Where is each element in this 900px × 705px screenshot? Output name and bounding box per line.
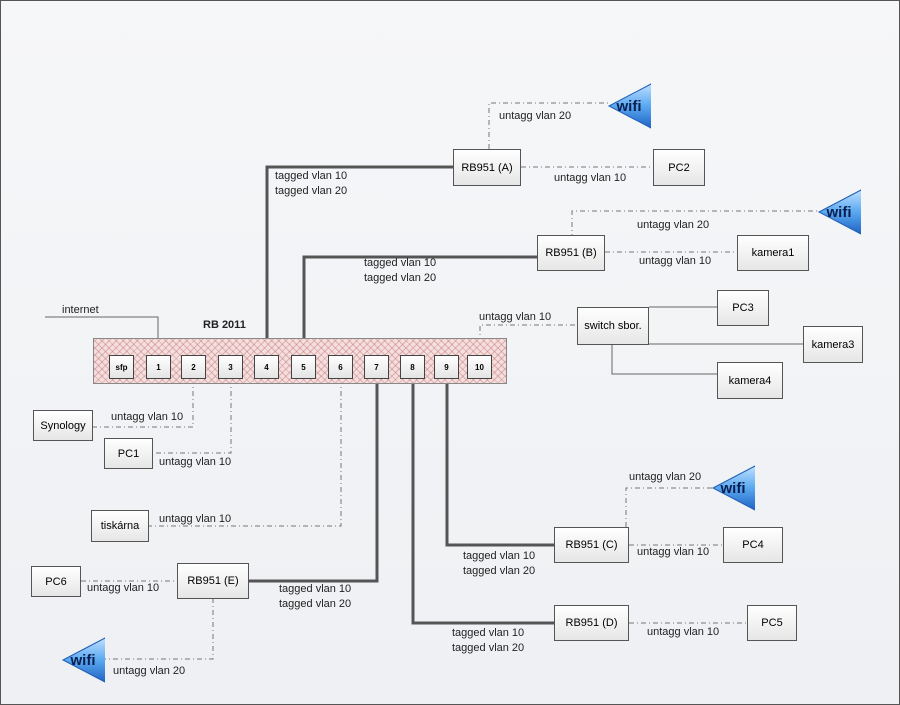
- trunk-port4-rb951a: [265, 165, 453, 355]
- switch-title: RB 2011: [203, 319, 246, 331]
- device-pc1: PC1: [104, 438, 153, 469]
- link-rb951c-wifi: [625, 487, 713, 527]
- tagged-vlan20-label: tagged vlan 20: [452, 642, 525, 654]
- tagged-vlan20-label: tagged vlan 20: [275, 185, 348, 197]
- port-3: 3: [218, 355, 243, 379]
- link-port2-synology: [93, 379, 194, 428]
- device-switch-sbor: switch sbor.: [577, 307, 649, 345]
- port-8: 8: [400, 355, 425, 379]
- tagged-vlan20-label: tagged vlan 20: [279, 598, 352, 610]
- untagged-vlan10-label: untagg vlan 10: [479, 311, 552, 323]
- wifi-icon: wifi: [603, 83, 656, 129]
- untagged-vlan10-label: untagg vlan 10: [639, 255, 712, 267]
- port-7: 7: [364, 355, 389, 379]
- untagged-vlan10-label: untagg vlan 10: [637, 546, 710, 558]
- tagged-vlan20-label: tagged vlan 20: [463, 565, 536, 577]
- device-pc2: PC2: [653, 149, 705, 186]
- untagged-vlan10-label: untagg vlan 10: [111, 411, 184, 423]
- trunk-port5-rb951b: [302, 255, 537, 355]
- tagged-vlan10-label: tagged vlan 10: [463, 550, 536, 562]
- trunk-port9-rb951c: [445, 367, 554, 547]
- device-rb951e: RB951 (E): [177, 563, 249, 599]
- untagged-vlan20-label: untagg vlan 20: [629, 471, 702, 483]
- link-rb951e-wifi: [103, 598, 214, 660]
- tagged-vlan10-label: tagged vlan 10: [364, 257, 437, 269]
- wifi-icon: wifi: [813, 189, 866, 235]
- device-rb951d: RB951 (D): [554, 605, 629, 641]
- device-rb951c: RB951 (C): [554, 527, 629, 563]
- untagged-vlan10-label: untagg vlan 10: [647, 626, 720, 638]
- port-2: 2: [181, 355, 206, 379]
- device-rb951b: RB951 (B): [537, 235, 605, 271]
- device-pc5: PC5: [747, 605, 797, 641]
- tagged-vlan10-label: tagged vlan 10: [275, 170, 348, 182]
- tagged-vlan10-label: tagged vlan 10: [452, 627, 525, 639]
- internet-label: internet: [62, 304, 99, 316]
- link-switch-kamera4: [611, 345, 717, 375]
- link-rb951b-wifi: [571, 210, 819, 239]
- trunk-port8-rb951d: [411, 367, 554, 625]
- untagged-vlan20-label: untagg vlan 20: [637, 219, 710, 231]
- device-pc3: PC3: [717, 290, 769, 326]
- untagged-vlan10-label: untagg vlan 10: [87, 582, 160, 594]
- wifi-icon: wifi: [57, 637, 110, 683]
- tagged-vlan10-label: tagged vlan 10: [279, 583, 352, 595]
- port-9: 9: [434, 355, 459, 379]
- untagged-vlan10-label: untagg vlan 10: [159, 513, 232, 525]
- link-rb951a-wifi: [488, 102, 609, 149]
- device-pc4: PC4: [723, 527, 783, 563]
- device-pc6: PC6: [31, 566, 81, 597]
- untagged-vlan10-label: untagg vlan 10: [159, 456, 232, 468]
- link-port3-pc1: [153, 379, 232, 454]
- port-4: 4: [254, 355, 279, 379]
- device-kamera1: kamera1: [737, 235, 809, 271]
- device-tiskarna: tiskárna: [91, 510, 149, 542]
- wifi-label: wifi: [70, 651, 96, 669]
- untagged-vlan20-label: untagg vlan 20: [113, 665, 186, 677]
- wifi-icon: wifi: [707, 465, 760, 511]
- tagged-vlan20-label: tagged vlan 20: [364, 272, 437, 284]
- wifi-label: wifi: [616, 97, 642, 115]
- device-kamera3: kamera3: [803, 326, 863, 363]
- link-port6-tiskarna: [149, 379, 342, 527]
- untagged-vlan20-label: untagg vlan 20: [499, 110, 572, 122]
- port-10: 10: [467, 355, 492, 379]
- device-synology: Synology: [33, 410, 93, 441]
- wifi-label: wifi: [720, 479, 746, 497]
- trunk-port7-rb951e: [249, 367, 379, 583]
- port-5: 5: [291, 355, 316, 379]
- wifi-label: wifi: [826, 203, 852, 221]
- port-6: 6: [328, 355, 353, 379]
- port-sfp: sfp: [109, 355, 134, 379]
- untagged-vlan10-label: untagg vlan 10: [554, 172, 627, 184]
- port-1: 1: [146, 355, 171, 379]
- device-rb951a: RB951 (A): [453, 149, 521, 186]
- device-kamera4: kamera4: [717, 362, 783, 399]
